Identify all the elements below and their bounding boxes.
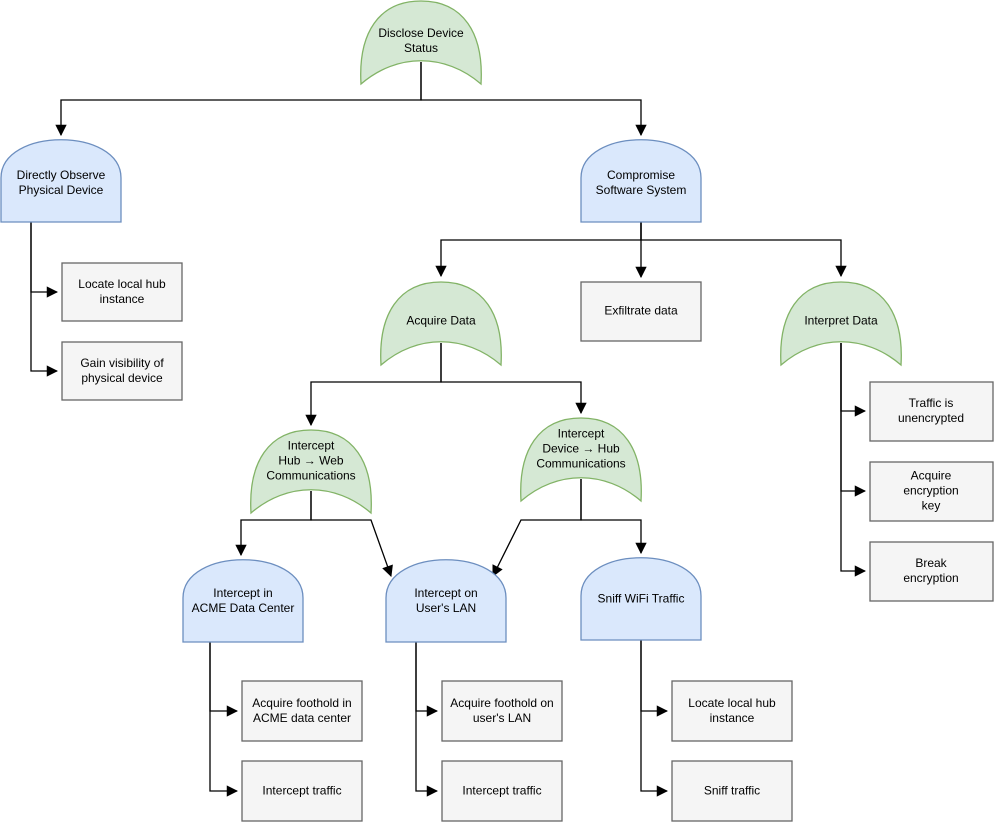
or-gate-intercept-device-hub[interactable]: [520, 417, 642, 503]
leaf-acquire-encryption-key[interactable]: [869, 461, 994, 522]
leaf-intercept-traffic-lan[interactable]: [441, 760, 563, 822]
and-gate-intercept-on-users-lan[interactable]: [385, 559, 507, 643]
edge-interpret-to-unencrypted: [840, 343, 865, 411]
leaf-acquire-foothold-in-acme-data-center[interactable]: [241, 680, 363, 742]
and-gate-directly-observe-physical-device[interactable]: [0, 139, 122, 223]
edge-device-hub-to-users-lan: [492, 479, 582, 576]
edge-interpret-to-acquire-key: [840, 343, 865, 491]
edge-interpret-to-break-encryption: [840, 343, 865, 571]
edge-observe-to-gain-visibility: [30, 222, 57, 371]
leaf-acquire-foothold-on-users-lan[interactable]: [441, 680, 563, 742]
edge-acme-to-intercept-traffic: [209, 642, 237, 791]
edge-lan-to-intercept-traffic: [415, 642, 437, 791]
edge-compromise-to-interpret: [640, 222, 841, 276]
edge-observe-to-locate-hub: [30, 222, 57, 292]
and-gate-compromise-software-system[interactable]: [580, 139, 702, 223]
or-gate-disclose-device-status[interactable]: [360, 0, 482, 86]
leaf-locate-local-hub-instance-left[interactable]: [61, 262, 183, 322]
edge-device-hub-to-sniff-wifi: [580, 479, 641, 553]
and-gate-sniff-wifi-traffic[interactable]: [580, 557, 702, 641]
leaf-intercept-traffic-acme[interactable]: [241, 760, 363, 822]
edge-root-to-compromise: [420, 62, 641, 135]
leaf-traffic-is-unencrypted[interactable]: [869, 381, 994, 442]
leaf-locate-local-hub-instance-sniff[interactable]: [671, 680, 793, 742]
connectors: [30, 62, 865, 791]
edge-acquire-to-device-hub: [440, 343, 581, 413]
or-gate-intercept-hub-web[interactable]: [250, 429, 372, 515]
edge-sniff-to-locate-hub: [640, 640, 667, 711]
edge-sniff-to-sniff-traffic: [640, 640, 667, 791]
leaf-gain-visibility-of-physical-device[interactable]: [61, 341, 183, 401]
edge-acquire-to-hub-web: [311, 343, 442, 425]
and-gate-intercept-in-acme-data-center[interactable]: [182, 559, 304, 643]
leaf-sniff-traffic[interactable]: [671, 760, 793, 822]
edge-lan-to-foothold: [415, 642, 437, 711]
leaf-exfiltrate-data[interactable]: [580, 281, 702, 342]
edge-acme-to-foothold: [209, 642, 237, 711]
or-gate-acquire-data[interactable]: [380, 281, 502, 367]
or-gate-interpret-data[interactable]: [780, 281, 902, 367]
edge-compromise-to-acquire-data: [441, 222, 642, 276]
leaf-break-encryption[interactable]: [869, 541, 994, 602]
edge-hub-web-to-users-lan: [310, 491, 391, 576]
